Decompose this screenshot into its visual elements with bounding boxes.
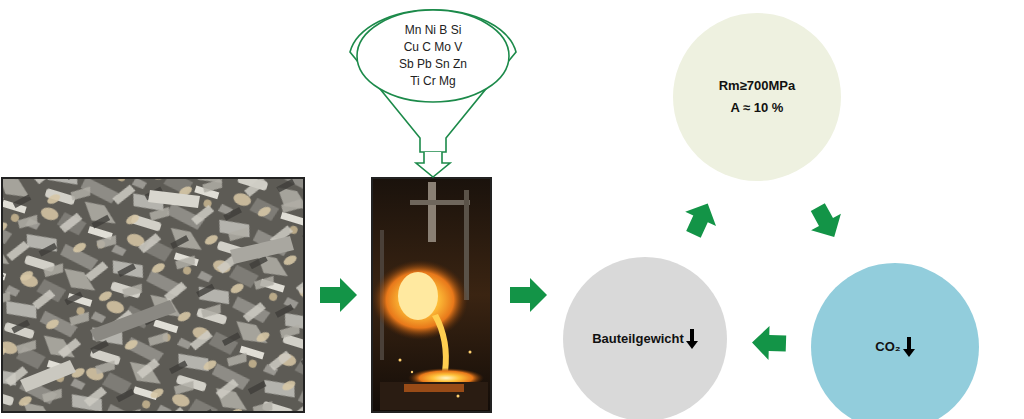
flow-arrow	[510, 278, 547, 312]
cycle-arrow	[752, 326, 786, 360]
node-outline	[672, 12, 842, 182]
furnace-photo	[372, 178, 491, 412]
funnel-ellipse: Mn Ni B Si Cu C Mo V Sb Pb Sn Zn Ti Cr M…	[356, 9, 510, 103]
cycle-arrow-shape	[685, 204, 716, 238]
cycle-arrow-shape	[752, 326, 786, 360]
node-content: Mn Ni B Si Cu C Mo V Sb Pb Sn Zn Ti Cr M…	[397, 22, 470, 90]
weight-circle: Bauteilgewicht	[562, 256, 728, 419]
node-text: CO₂	[875, 336, 900, 358]
flow-arrow	[320, 278, 357, 312]
node-text: Bauteilgewicht	[592, 328, 684, 350]
node-content: Bauteilgewicht	[592, 328, 698, 350]
funnel	[350, 10, 516, 177]
cycle-arrow-shape	[811, 203, 841, 237]
cycle-arrow	[685, 204, 716, 238]
down-arrow-symbol	[903, 337, 915, 357]
co2-circle: CO₂	[810, 262, 980, 419]
node-text: Rm≥700MPa	[719, 75, 796, 97]
element-list: Mn Ni B Si Cu C Mo V Sb Pb Sn Zn Ti Cr M…	[397, 22, 470, 90]
node-content: CO₂	[875, 336, 914, 358]
text-row: CO₂	[875, 336, 914, 358]
text-row: Bauteilgewicht	[592, 328, 698, 350]
property-circle: Rm≥700MPaA ≈ 10 %	[672, 12, 842, 182]
cycle-arrow	[811, 203, 841, 237]
scrap-photo	[2, 178, 304, 412]
down-arrow-symbol	[686, 329, 698, 349]
node-content: Rm≥700MPaA ≈ 10 %	[719, 75, 796, 119]
node-text: A ≈ 10 %	[731, 97, 784, 119]
